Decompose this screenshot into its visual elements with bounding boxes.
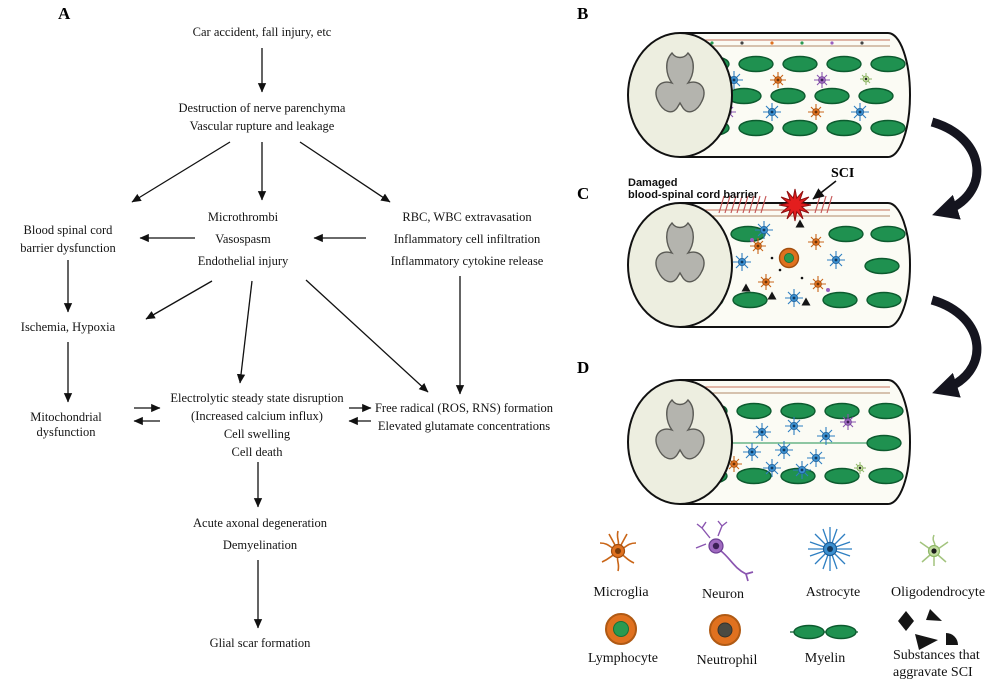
myelin-icon (790, 624, 858, 640)
neuron-icon (695, 520, 754, 582)
lymphocyte-icon (605, 613, 637, 645)
microglia-icon (599, 530, 637, 572)
node-mitochondrial: Mitochondrial dysfunction (30, 410, 102, 439)
node-cause: Car accident, fall injury, etc (192, 25, 332, 39)
node-destruction: Destruction of nerve parenchyma Vascular… (178, 101, 346, 133)
legend-label-astrocyte: Astrocyte (805, 585, 861, 600)
node-axonal-degeneration: Acute axonal degeneration Demyelination (193, 516, 327, 552)
panel-b-illustration (627, 32, 911, 158)
panel-b-label: B (577, 4, 589, 23)
node-microthrombi: Microthrombi Vasospasm Endothelial injur… (197, 210, 289, 268)
legend-label-microglia: Microglia (593, 585, 649, 600)
damaged-barrier-hatching (718, 195, 833, 214)
panel-d-label: D (577, 358, 590, 377)
panel-c-label: C (577, 184, 590, 203)
panel-a-label: A (58, 4, 71, 23)
legend-label-oligodendrocyte: Oligodendrocyte (890, 585, 986, 600)
arrow-b-to-c (930, 117, 982, 220)
flowchart-arrows (63, 48, 465, 629)
sci-damage-star (778, 188, 812, 222)
node-extravasation: RBC, WBC extravasation Inflammatory cell… (390, 210, 544, 268)
panel-c-illustration (627, 180, 911, 328)
legend-label-neutrophil: Neutrophil (696, 653, 758, 668)
legend-label-neuron: Neuron (702, 587, 744, 602)
legend-label-myelin: Myelin (804, 651, 846, 666)
node-electrolytic: Electrolytic steady state disruption (In… (170, 391, 344, 459)
node-glial-scar: Glial scar formation (209, 636, 311, 650)
astrocyte-icon (808, 527, 852, 571)
legend-label-lymphocyte: Lymphocyte (588, 651, 658, 666)
oligodendrocyte-icon (919, 534, 949, 566)
neutrophil-icon (709, 614, 741, 646)
arrow-c-to-d (930, 295, 982, 398)
sci-arrow (812, 180, 837, 200)
node-ischemia: Ischemia, Hypoxia (20, 320, 116, 334)
damaged-barrier-label: Damaged blood-spinal cord barrier (628, 177, 759, 201)
sci-label: SCI (831, 166, 855, 181)
node-free-radical: Free radical (ROS, RNS) formation Elevat… (374, 401, 554, 433)
node-bscb-dysfunction: Blood spinal cord barrier dysfunction (20, 223, 116, 255)
panel-d-illustration (627, 379, 911, 505)
legend-label-substances: Substances that aggravate SCI (893, 648, 980, 680)
substances-icon (898, 609, 958, 650)
